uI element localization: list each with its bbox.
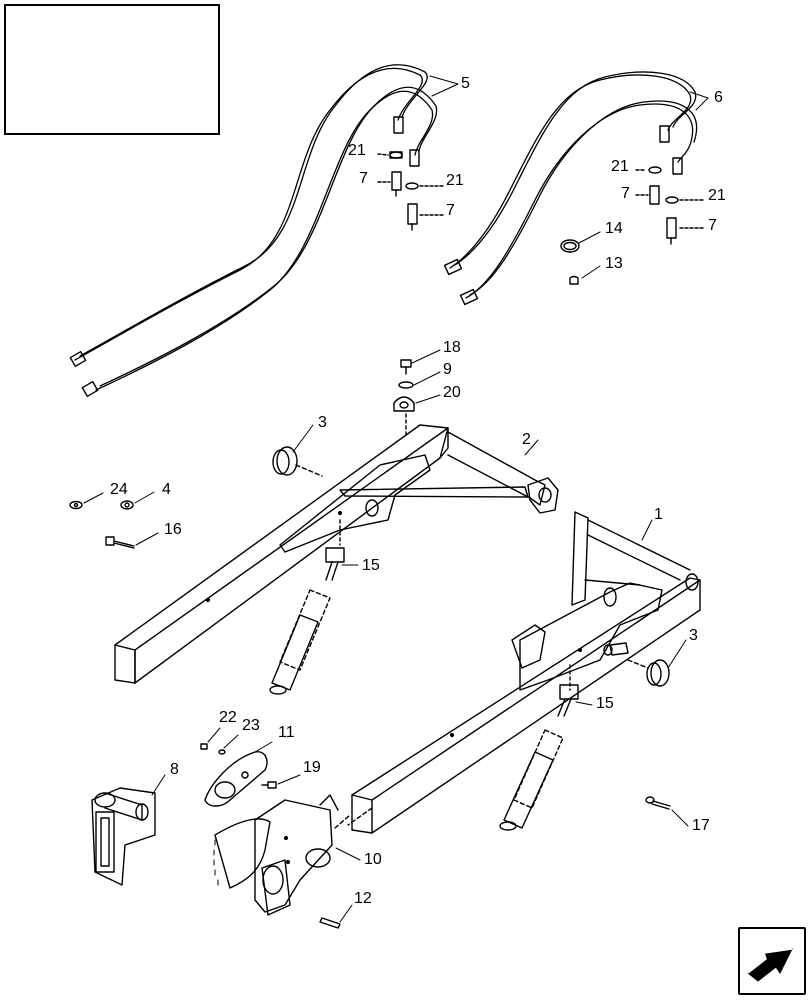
bolt-washer-clamp [393,349,441,439]
callout-9: 9 [443,361,452,378]
callout-6: 6 [714,89,723,106]
callout-10: 10 [364,851,382,868]
next-page-button[interactable] [738,927,806,995]
callout-3: 3 [318,414,327,431]
callout-21: 21 [611,158,629,175]
callout-7: 7 [446,202,455,219]
next-page-arrow-icon [747,948,793,982]
callout-24: 24 [110,481,128,498]
pad-3-right [627,639,687,687]
callout-14: 14 [605,220,623,237]
cylinder-right [499,684,593,831]
callout-21: 21 [348,142,366,159]
callout-15: 15 [362,557,380,574]
frame-arm-2 [114,424,559,684]
callout-23: 23 [242,717,260,734]
title-box [4,4,220,135]
callout-5: 5 [461,75,470,92]
callout-7: 7 [359,170,368,187]
callout-19: 19 [303,759,321,776]
fittings-hose-6 [635,166,705,245]
hardware-left [69,491,159,549]
callout-15: 15 [596,695,614,712]
callout-8: 8 [170,761,179,778]
callout-2: 2 [522,431,531,448]
callout-7: 7 [621,185,630,202]
callout-11: 11 [278,724,295,741]
pins-12-17 [319,796,689,929]
callout-17: 17 [692,817,710,834]
callout-3: 3 [689,627,698,644]
callout-21: 21 [708,187,726,204]
callout-16: 16 [164,521,182,538]
callout-4: 4 [162,481,171,498]
sensor-bracket-11 [200,727,301,807]
pad-3-left [272,424,323,477]
bracket-8 [91,774,166,886]
callout-20: 20 [443,384,461,401]
callout-13: 13 [605,255,623,272]
fittings-hose-5 [377,151,444,231]
callout-21: 21 [446,172,464,189]
callout-18: 18 [443,339,461,356]
cylinder-left [269,547,359,695]
clip-14-and-plug-13 [560,231,601,285]
callout-22: 22 [219,709,237,726]
frame-arm-1 [347,511,701,834]
callout-7: 7 [708,217,717,234]
hose-set-5 [69,64,459,398]
callout-1: 1 [654,506,663,523]
callout-12: 12 [354,890,372,907]
bracket-10 [213,794,361,916]
hose-set-6 [443,71,709,306]
